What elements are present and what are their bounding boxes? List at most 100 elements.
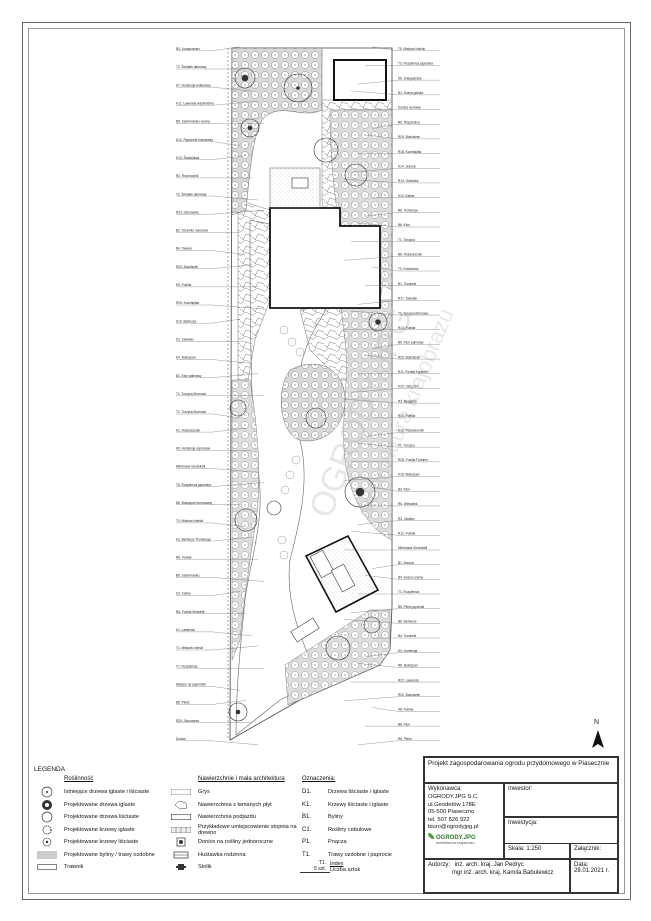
- legend-row: Stolik: [170, 861, 300, 874]
- plant-label: K3. Jałowiec: [176, 338, 194, 342]
- table: [291, 177, 309, 189]
- plant-label: Miejsce na pojemniki: [176, 683, 206, 687]
- plant-label: R15. Funkia: [398, 414, 415, 418]
- legend-row: T1.Trawy ozdobne i paprocie: [302, 851, 392, 858]
- scale-cell: Skala: 1:250: [504, 843, 570, 859]
- plant-label: B5. Pieris japoński: [398, 605, 425, 609]
- leader-line: [211, 250, 247, 255]
- plant-label: K3. Kalina: [176, 592, 191, 596]
- plant-label: R25. Bodziszek: [398, 355, 421, 359]
- leader-line: [364, 354, 399, 360]
- plant-label: R25. Kocimiętka: [176, 301, 199, 305]
- legend-symbols: Oznaczenia: D1.Drzewa liściaste i iglast…: [300, 776, 412, 875]
- leader-line: [371, 266, 399, 272]
- leader-line: [211, 468, 259, 473]
- leader-line: [211, 46, 241, 51]
- leader-line: [357, 443, 399, 448]
- outer-frame: [22, 22, 631, 900]
- plant-label: T2. Śmiałek darniowy: [176, 191, 207, 196]
- plant-label: K18. Różanecznik: [398, 429, 424, 433]
- leaf-icon: [428, 832, 434, 839]
- plant-label: B6. Bukszpan formowany: [176, 501, 213, 505]
- leader-line: [211, 427, 247, 433]
- leader-line: [357, 663, 399, 668]
- plant-label: R8. Hortensja: [398, 208, 418, 212]
- legend-row: Przykładowe umiejscowienie stopnia na dr…: [170, 824, 300, 837]
- leader-line: [211, 686, 241, 691]
- legend-surfaces-heading: Nawierzchnie i mała architektura: [198, 776, 285, 782]
- legend-surfaces: Nawierzchnie i mała architektura Grys Na…: [170, 776, 300, 874]
- leader-line: [211, 101, 259, 106]
- leader-line: [343, 398, 399, 404]
- leader-line: [211, 700, 247, 705]
- plant-label: T1. Turzyca: [398, 238, 415, 242]
- shed: [333, 59, 387, 101]
- plant-label: B8. Pieris: [176, 701, 190, 705]
- plant-label: T1. Rozplenica: [398, 590, 419, 594]
- leader-line: [211, 155, 247, 160]
- plant-label: B5. Jaśminowiec: [176, 574, 200, 578]
- leader-line: [211, 195, 259, 201]
- plant-label: T1. Turzyca Morrowa: [176, 410, 206, 414]
- project-title: Projekt zagospodarowania ogrodu przydomo…: [424, 757, 618, 783]
- plant-label: K10. Berberys: [176, 319, 197, 323]
- plant-label: R28. Funkia Fortunei: [398, 458, 428, 462]
- leader-line: [211, 591, 241, 596]
- plant-label: K10. Kalina: [398, 194, 415, 198]
- leader-line: [211, 536, 253, 542]
- leader-line: [371, 344, 399, 349]
- plant-label: B4. Tawuła: [176, 247, 192, 251]
- legend-row: Huśtawka rodzinna: [170, 849, 300, 862]
- plant-label: B1. Brzoza: [398, 561, 414, 565]
- leader-line: [211, 86, 253, 92]
- leader-line: [211, 319, 241, 324]
- planting-bed-centre: [281, 363, 346, 442]
- plant-label: K2. Berberys Thunberga: [176, 537, 211, 541]
- leader-line: [357, 300, 399, 305]
- plant-label: T7. Rozplenica: [176, 664, 197, 668]
- plant-label: R13. Funkia: [398, 326, 415, 330]
- plant-label: T1. Turzyca Morrowa: [398, 311, 428, 315]
- legend-plants: Roślinność Istniejące drzewa iglaste i l…: [36, 776, 171, 874]
- legend-row: P1.Pnącza: [302, 839, 347, 846]
- north-arrow-icon: N: [592, 719, 604, 748]
- plant-label: R18. Kocimiętka: [398, 150, 421, 154]
- plant-label: R22. Lawenda: [398, 678, 419, 682]
- plant-label: R8. Bukszpan: [398, 664, 418, 668]
- plant-label: B6. Klon: [398, 223, 410, 227]
- plant-label: B3. Judaszowiec: [176, 47, 200, 51]
- legend-plants-heading: Roślinność: [64, 776, 94, 782]
- leader-line: [357, 520, 399, 525]
- legend-row: K1.Krzewy liściaste i iglaste: [302, 801, 389, 808]
- plant-label: B8. Różanecznik: [398, 253, 422, 257]
- plant-label: K14. Jeżyna: [398, 164, 416, 168]
- legend-row: Projektowane krzewy iglaste: [36, 824, 171, 837]
- plant-label: K7. Hortensja bukietowa: [176, 83, 211, 87]
- planting-bed-left: [231, 379, 260, 661]
- plant-label: T2. Śmiałek darniowy: [176, 64, 207, 69]
- plant-label: R12. Funkia: [398, 531, 415, 535]
- plant-label: T1. Turzyca: [398, 443, 415, 447]
- leader-line: [371, 487, 399, 492]
- plant-label: K8. Funkia: [398, 708, 413, 712]
- plant-label: Mimbrana Geotekstil: [176, 465, 206, 469]
- legend-row: Nawierzchnia z łamanych płyt: [170, 799, 300, 812]
- legend-row: Trawnik: [36, 861, 171, 874]
- planting-bed-bottom: [284, 609, 391, 706]
- plant-label: T5. Miskant chiński: [398, 47, 425, 51]
- attachment-cell: Załącznik:: [570, 843, 618, 859]
- legend-title: LEGENDA: [34, 766, 66, 773]
- leader-line: [211, 482, 265, 487]
- plant-label: B1. Klon palmowy: [176, 374, 202, 378]
- plant-label: T3. Miskant chiński: [176, 519, 203, 523]
- leader-line: [211, 577, 265, 582]
- leader-line: [211, 413, 241, 419]
- leader-line: [343, 619, 399, 624]
- plant-label: R11. Funkia Fortunei: [398, 370, 428, 374]
- plant-label: R5. Rozplenica: [398, 120, 420, 124]
- date-cell: Data: 28.01.2021 r.: [570, 859, 618, 893]
- plant-label: T2. Kostrzewa: [398, 267, 419, 271]
- plant-label: R17. Śniedek: [398, 296, 418, 301]
